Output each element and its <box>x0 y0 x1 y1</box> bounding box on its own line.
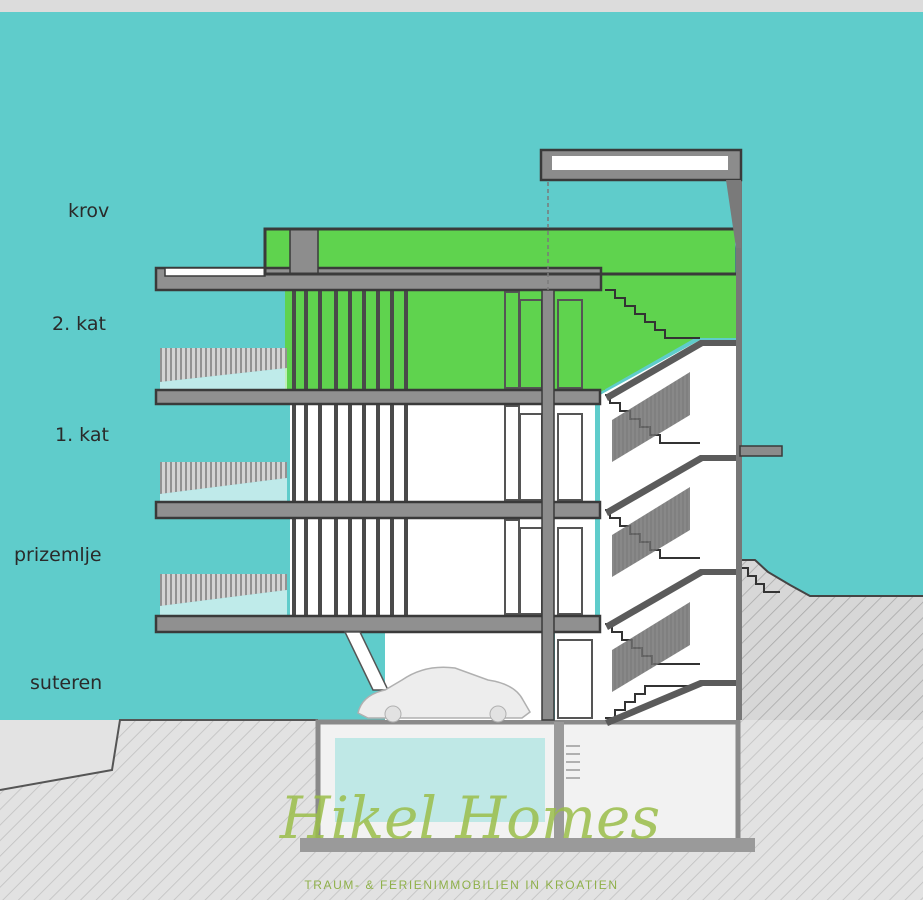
basement-pool <box>335 738 545 822</box>
chimney <box>289 228 319 275</box>
foundation-slab <box>300 838 755 852</box>
balcony-prizemlje-railing <box>160 574 287 606</box>
right-terrain <box>740 560 923 720</box>
roof-terrace-green <box>265 229 735 274</box>
car-silhouette <box>357 666 531 719</box>
balcony-2kat-railing <box>160 348 287 382</box>
floor-label-2kat: 2. kat <box>52 313 106 335</box>
floor-label-prizemlje: prizemlje <box>14 544 102 566</box>
right-wall <box>736 178 742 720</box>
stair-green-top <box>595 274 740 395</box>
watermark-logo: Hikel Homes <box>279 784 660 852</box>
top-strip <box>0 0 923 12</box>
floor-label-suteren: suteren <box>30 672 103 694</box>
watermark-tagline: TRAUM- & FERIENIMMOBILIEN IN KROATIEN <box>304 878 619 892</box>
central-column <box>541 289 555 721</box>
mullions <box>292 290 408 616</box>
balcony-1kat-railing <box>160 462 287 494</box>
stair-landings <box>605 340 738 726</box>
floor-label-1kat: 1. kat <box>55 424 109 446</box>
stair-balustrades <box>612 372 690 692</box>
cantilever-beam <box>739 445 783 457</box>
floor-label-krov: krov <box>68 200 110 222</box>
